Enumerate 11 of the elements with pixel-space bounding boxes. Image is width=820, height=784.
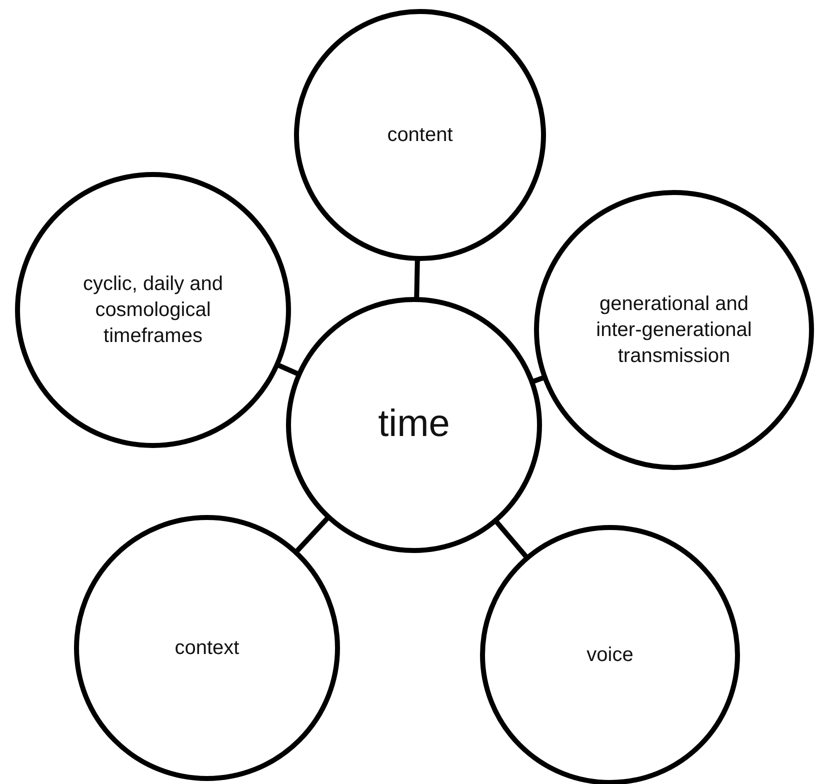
connector-line (294, 516, 330, 554)
connector-line (414, 258, 420, 300)
node-label: generational and inter-generational transmission (595, 292, 753, 369)
node-label: context (174, 636, 240, 661)
connector-line (276, 362, 300, 376)
connector-line (531, 375, 546, 384)
node-label: time (377, 402, 451, 448)
node-label: content (386, 123, 454, 148)
node-label: voice (586, 643, 634, 668)
node-label: cyclic, daily and cosmological timeframes (82, 272, 224, 349)
connector-line (494, 519, 529, 560)
